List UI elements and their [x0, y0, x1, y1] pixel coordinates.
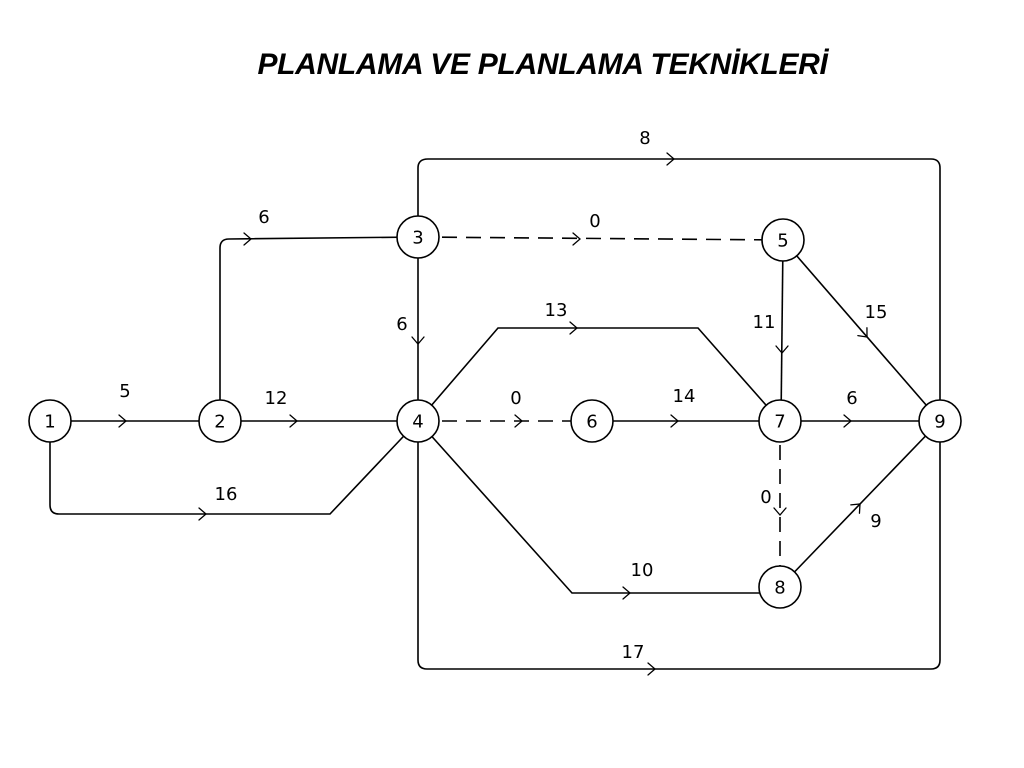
node-label: 7 — [774, 412, 785, 433]
node-label: 6 — [586, 412, 597, 433]
arrowhead-icon — [569, 321, 578, 335]
activity-edge-4-7: 13 — [417, 300, 781, 422]
arrowhead-icon — [670, 414, 679, 428]
dummy-activity-line — [417, 236, 784, 241]
activity-duration-label: 15 — [865, 302, 888, 323]
activity-line — [219, 236, 419, 421]
activity-edge-3-9: 8 — [417, 128, 941, 421]
activity-line — [780, 239, 784, 422]
arrowhead-icon — [572, 232, 581, 246]
activity-line — [417, 158, 941, 421]
activity-duration-label: 8 — [639, 128, 650, 149]
arrowhead-icon — [850, 503, 861, 514]
activity-line — [417, 420, 780, 594]
activity-duration-label: 11 — [753, 312, 776, 333]
event-node-8: 8 — [758, 565, 802, 609]
activity-edge-7-8: 0 — [760, 421, 787, 587]
node-circle — [396, 215, 440, 259]
activity-edge-2-3: 6 — [219, 207, 419, 421]
arrowhead-icon — [243, 232, 252, 246]
activity-edge-4-8: 10 — [417, 420, 780, 600]
activity-edge-3-4: 6 — [396, 237, 425, 421]
node-circle — [198, 399, 242, 443]
activity-edge-6-7: 14 — [592, 386, 780, 428]
node-label: 4 — [412, 412, 423, 433]
activity-duration-label: 17 — [622, 642, 645, 663]
activity-duration-label: 13 — [545, 300, 568, 321]
page-title: PLANLAMA VE PLANLAMA TEKNİKLERİ — [257, 48, 828, 81]
arrowhead-icon — [843, 414, 852, 428]
edges-layer: 5 16 6 12 6 0 8 0 13 10 17 11 15 14 0 6 9 — [49, 128, 941, 676]
activity-edge-5-7: 11 — [753, 239, 789, 422]
activity-duration-label: 0 — [510, 388, 521, 409]
node-circle — [761, 218, 805, 262]
node-label: 2 — [214, 412, 225, 433]
node-label: 5 — [777, 231, 788, 252]
node-label: 1 — [44, 412, 55, 433]
event-node-5: 5 — [761, 218, 805, 262]
activity-edge-5-9: 15 — [782, 239, 941, 422]
node-label: 3 — [412, 228, 423, 249]
activity-duration-label: 9 — [870, 511, 881, 532]
node-circle — [758, 399, 802, 443]
event-node-2: 2 — [198, 399, 242, 443]
activity-duration-label: 6 — [258, 207, 269, 228]
activity-edge-7-9: 6 — [780, 388, 940, 428]
activity-duration-label: 14 — [673, 386, 696, 407]
activity-duration-label: 6 — [846, 388, 857, 409]
arrowhead-icon — [118, 414, 127, 428]
activity-line — [49, 420, 419, 515]
node-circle — [570, 399, 614, 443]
node-circle — [918, 399, 962, 443]
arrowhead-icon — [289, 414, 298, 428]
event-node-4: 4 — [396, 399, 440, 443]
arrowhead-icon — [647, 662, 656, 676]
activity-duration-label: 0 — [589, 211, 600, 232]
activity-edge-2-4: 12 — [220, 388, 418, 428]
activity-duration-label: 16 — [215, 484, 238, 505]
node-label: 8 — [774, 578, 785, 599]
activity-edge-4-6: 0 — [418, 388, 592, 428]
arrowhead-icon — [198, 507, 207, 521]
activity-duration-label: 5 — [119, 381, 130, 402]
event-node-9: 9 — [918, 399, 962, 443]
activity-edge-4-9: 17 — [417, 421, 941, 676]
activity-line — [417, 327, 781, 422]
event-node-1: 1 — [28, 399, 72, 443]
event-node-3: 3 — [396, 215, 440, 259]
activity-edge-1-4: 16 — [49, 420, 419, 521]
arrowhead-icon — [773, 507, 787, 516]
event-node-6: 6 — [570, 399, 614, 443]
node-label: 9 — [934, 412, 945, 433]
node-circle — [28, 399, 72, 443]
activity-duration-label: 10 — [631, 560, 654, 581]
node-circle — [396, 399, 440, 443]
arrowhead-icon — [514, 414, 523, 428]
activity-line — [417, 421, 941, 670]
activity-edge-3-5: 0 — [417, 211, 784, 246]
arrowhead-icon — [857, 327, 868, 338]
activity-duration-label: 6 — [396, 314, 407, 335]
arrowhead-icon — [775, 345, 789, 354]
activity-edge-8-9: 9 — [779, 420, 941, 588]
arrowhead-icon — [666, 152, 675, 166]
event-node-7: 7 — [758, 399, 802, 443]
activity-edge-1-2: 5 — [50, 381, 220, 428]
activity-duration-label: 12 — [265, 388, 288, 409]
activity-line — [782, 239, 941, 422]
arrowhead-icon — [411, 336, 425, 345]
node-circle — [758, 565, 802, 609]
activity-duration-label: 0 — [760, 487, 771, 508]
arrowhead-icon — [622, 586, 631, 600]
